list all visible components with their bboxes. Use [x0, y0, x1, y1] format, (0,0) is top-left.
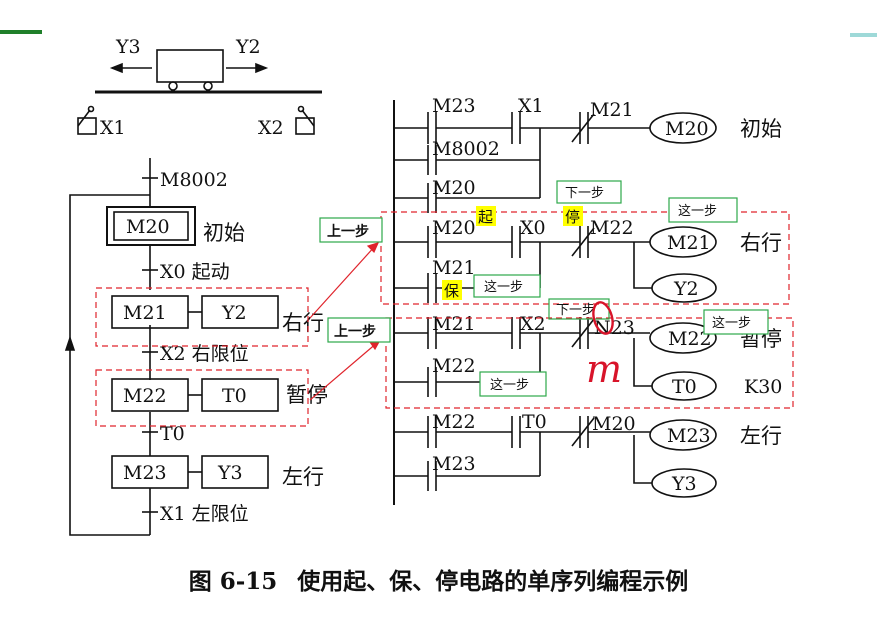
figure-title: 使用起、保、停电路的单序列编程示例 — [297, 568, 689, 595]
ladder-r1-label: 初始 — [740, 117, 782, 141]
ladder-r7-label: K30 — [744, 376, 782, 398]
ladder-r5-c1: M21 — [432, 257, 476, 279]
ladder-r9-c1: M23 — [432, 453, 476, 475]
ladder-coil-t0 — [651, 371, 717, 401]
prev-step-box-1 — [319, 217, 383, 243]
sfc-trans-3: T0 — [160, 423, 185, 445]
ladder-r8-c2: T0 — [522, 411, 547, 433]
svg-text:m: m — [586, 347, 622, 391]
sfc-step-m22-label: 暂停 — [286, 383, 328, 407]
next-step-box-1 — [556, 180, 622, 204]
limit-switch-right-label: X2 — [258, 117, 284, 139]
figure-caption: 图 6-15 使用起、保、停电路的单序列编程示例 — [0, 562, 877, 596]
ladder-coil-t0-label: T0 — [672, 376, 697, 398]
ladder-r4-c2: X0 — [520, 217, 546, 239]
cart-right-label: Y2 — [235, 36, 261, 58]
this-step-box-1 — [668, 197, 738, 223]
cart-diagram: Y3 Y2 X1 X2 — [77, 36, 322, 139]
this-step-box-4 — [479, 371, 547, 397]
ladder-r4-c3: M22 — [590, 217, 634, 239]
ladder-r7-c1: M22 — [432, 355, 476, 377]
prev-step-label-2: 上一步 — [334, 323, 376, 340]
annotations: 上一步 上一步 下一步 下一步 这一步 这一步 这一步 这一步 起 停 保 — [95, 180, 794, 427]
ladder-r4-c1: M20 — [432, 217, 476, 239]
prev-step-box-2 — [327, 317, 391, 343]
sfc-action-t0-label: T0 — [222, 385, 247, 407]
ladder-coil-y2 — [651, 273, 717, 303]
ladder-coil-m20-label: M20 — [665, 118, 709, 140]
sfc-action-y3-label: Y3 — [217, 462, 243, 484]
sfc-step-m20-label: 初始 — [203, 221, 245, 245]
sfc-action-y2-label: Y2 — [221, 302, 247, 324]
ladder-m21-highlight — [380, 211, 790, 305]
ladder-r8-c3: M20 — [592, 413, 636, 435]
handwritten-mark: m — [586, 301, 622, 391]
limit-switch-left-label: X1 — [100, 117, 126, 139]
this-step-label-4: 这一步 — [490, 377, 529, 393]
sfc-step-m22-name: M22 — [123, 385, 167, 407]
ladder-r6-c2: X2 — [520, 313, 546, 335]
ladder-r8-label: 左行 — [740, 424, 782, 448]
stop-mark: 停 — [565, 208, 580, 226]
ladder-r2-c1: M8002 — [432, 138, 500, 160]
ladder-coil-m21 — [649, 226, 717, 258]
sfc-step-m21-name: M21 — [123, 302, 167, 324]
sfc-step-m23-label: 左行 — [282, 465, 324, 489]
this-step-box-3 — [703, 309, 769, 335]
hold-mark: 保 — [444, 282, 459, 300]
ladder-r6-c3: N23 — [594, 317, 635, 339]
ladder-coil-y3 — [651, 468, 717, 498]
sfc-trans-4: X1 左限位 — [160, 503, 249, 525]
start-mark: 起 — [478, 208, 493, 226]
sfc-m22-highlight — [95, 369, 309, 427]
sfc-action-y3 — [201, 455, 269, 489]
ladder-r1-c3: M21 — [590, 99, 634, 121]
limit-switch-right-icon — [295, 105, 315, 135]
sfc-action-y2 — [201, 295, 279, 329]
ladder-coil-y2-label: Y2 — [673, 278, 699, 300]
cart-body — [156, 49, 224, 83]
ladder-coil-m22 — [649, 322, 717, 354]
ladder-coil-m20 — [649, 112, 717, 144]
sfc-m21-highlight — [95, 287, 309, 347]
sfc-trans-1: X0 起动 — [160, 261, 230, 283]
this-step-label-3: 这一步 — [712, 315, 751, 331]
this-step-box-2 — [473, 274, 541, 298]
this-step-label-1: 这一步 — [678, 203, 717, 219]
cart-left-label: Y3 — [115, 36, 141, 58]
limit-switch-left-icon — [77, 105, 97, 135]
this-step-label-2: 这一步 — [484, 279, 523, 295]
sfc-action-t0 — [201, 378, 279, 412]
sfc-init-cond: M8002 — [160, 169, 228, 191]
ladder-r3-c1: M20 — [432, 177, 476, 199]
next-step-label-1: 下一步 — [565, 186, 604, 201]
sfc-step-m20 — [106, 206, 196, 246]
ladder-coil-m23-label: M23 — [667, 425, 711, 447]
figure-number: 图 6-15 — [188, 568, 278, 595]
sfc-trans-2: X2 右限位 — [160, 343, 249, 365]
ladder-r1-c1: M23 — [432, 95, 476, 117]
next-step-label-2: 下一步 — [556, 303, 595, 318]
sfc-step-m20-name: M20 — [126, 216, 170, 238]
ladder-m22-highlight — [385, 317, 794, 409]
sfc-step-m21-label: 右行 — [282, 311, 324, 335]
ladder-coil-m21-label: M21 — [667, 232, 711, 254]
ladder-r1-c2: X1 — [518, 95, 544, 117]
ladder-r6-c1: M21 — [432, 313, 476, 335]
ladder-r4-label: 右行 — [740, 231, 782, 255]
sfc-diagram: M8002 M20 初始 X0 起动 M21 Y2 右行 X2 右限位 M22 … — [64, 158, 328, 536]
ladder-coil-m23 — [649, 419, 717, 451]
ladder-coil-m22-label: M22 — [668, 328, 712, 350]
ladder-coil-y3-label: Y3 — [671, 473, 697, 495]
prev-step-label-1: 上一步 — [327, 223, 369, 240]
sfc-step-m23-name: M23 — [123, 462, 167, 484]
ladder-r8-c1: M22 — [432, 411, 476, 433]
